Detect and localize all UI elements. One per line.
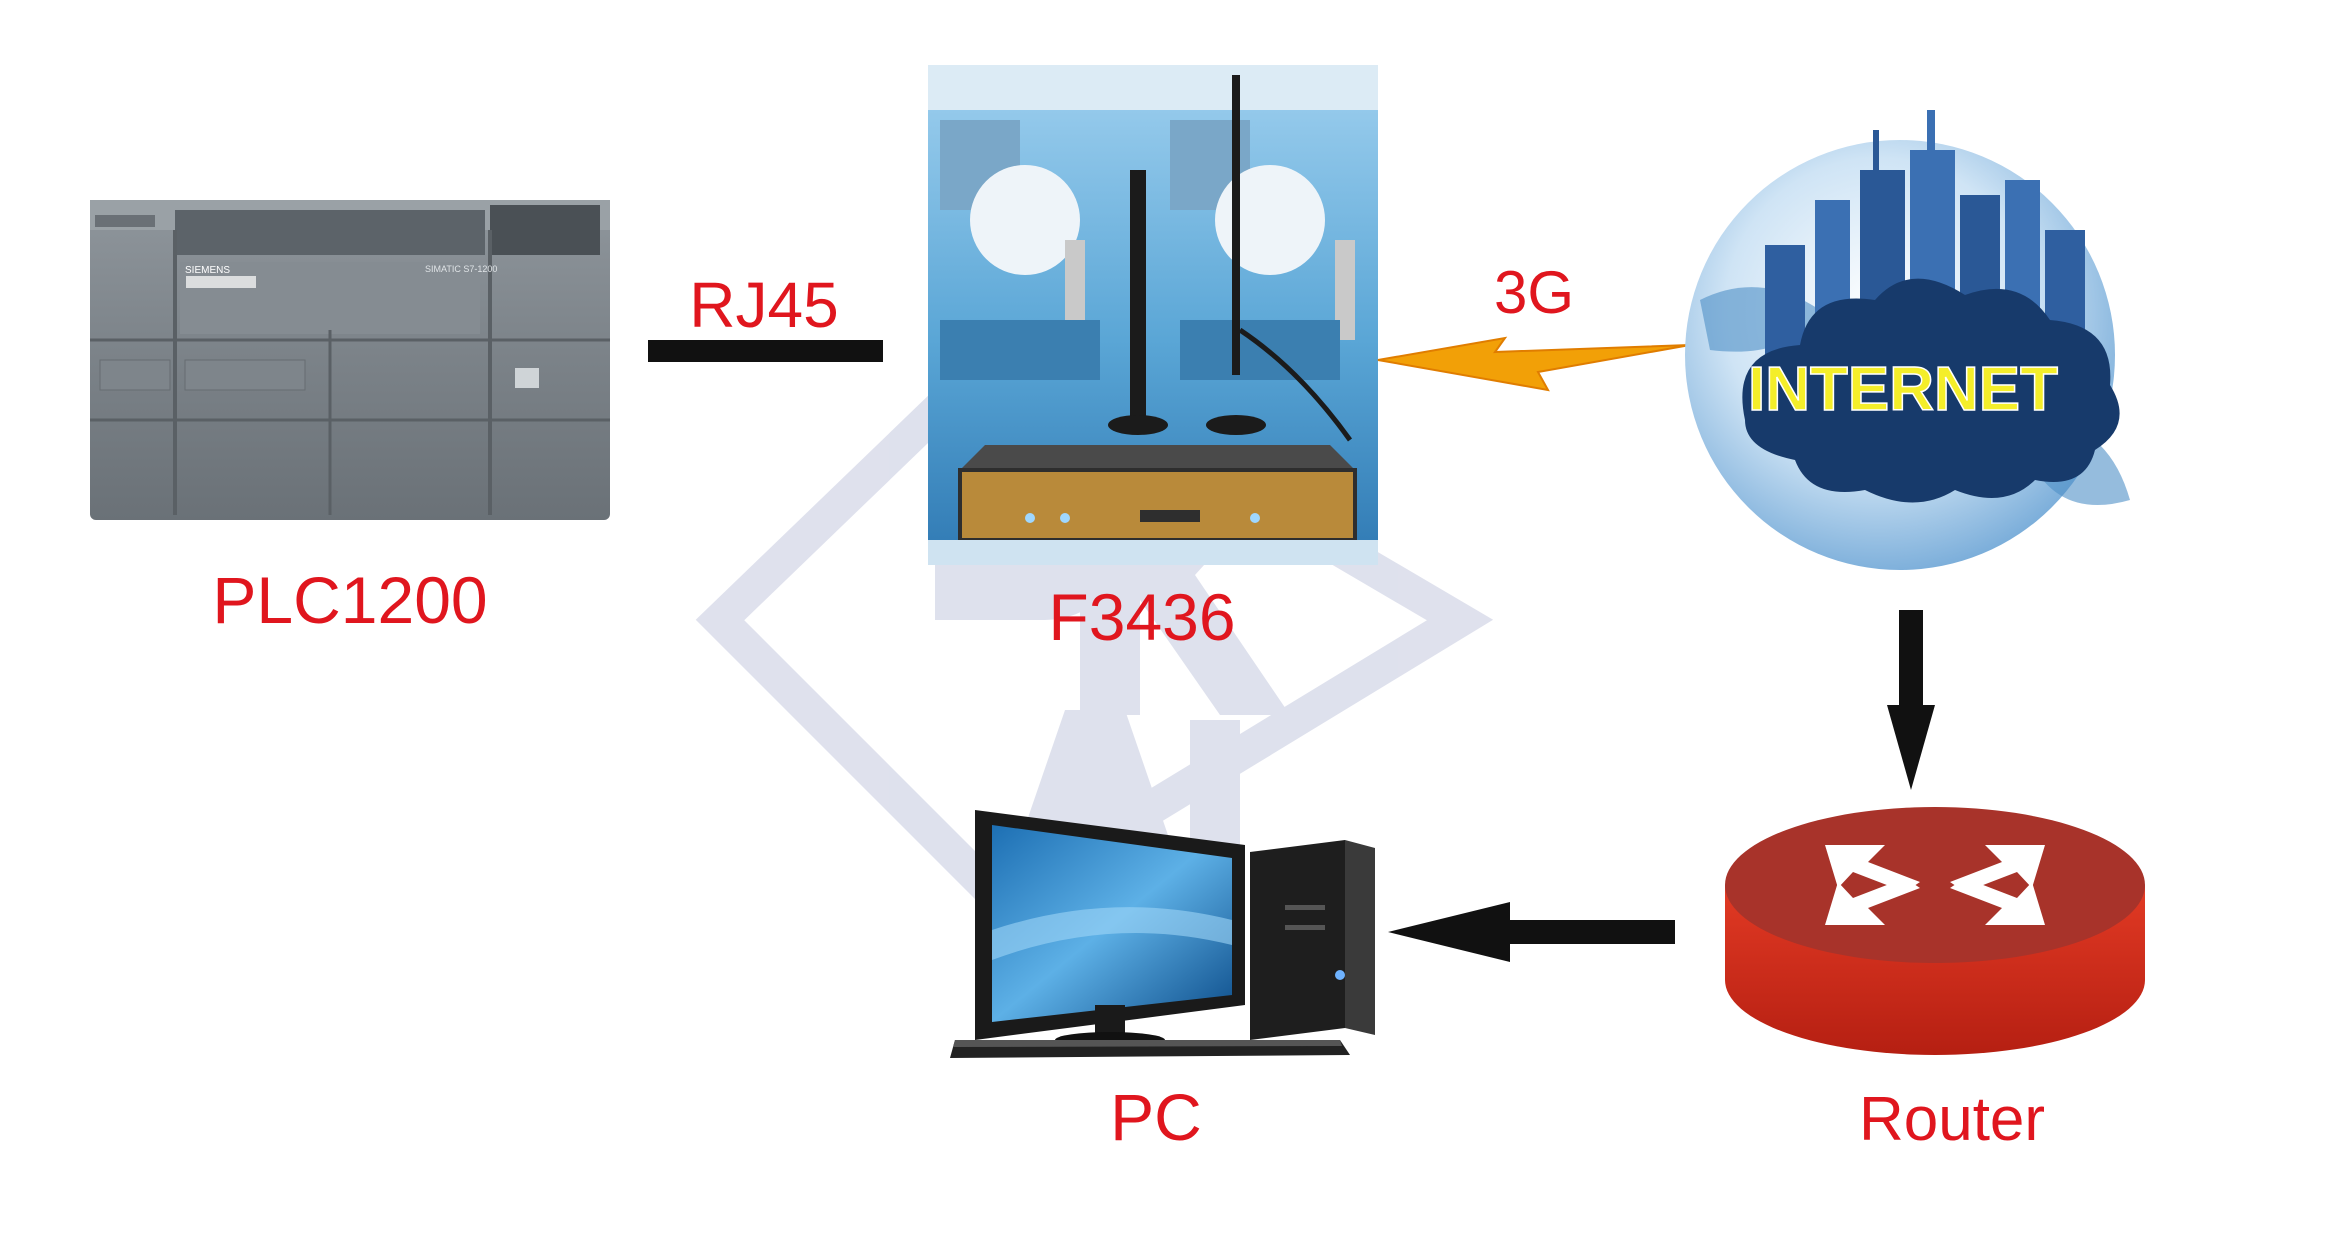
3g-link-label: 3G [1494, 259, 1574, 326]
arrow-down-icon [1887, 610, 1935, 790]
arrow-left-icon [1388, 902, 1675, 962]
internet-label: INTERNET [1748, 355, 2058, 424]
pc-label: PC [1110, 1080, 1202, 1154]
plc-label: PLC1200 [212, 563, 487, 637]
rj45-link-label: RJ45 [689, 269, 838, 341]
pc-computer-icon [950, 810, 1375, 1058]
plc-brand-text: SIEMENS [185, 265, 230, 276]
gateway-device-photo [928, 65, 1378, 565]
rj45-link-line [648, 340, 883, 362]
plc-device-icon [90, 200, 610, 520]
router-icon [1725, 807, 2145, 1055]
router-label: Router [1859, 1085, 2045, 1154]
plc-model-text: SIMATIC S7-1200 [425, 264, 497, 274]
3g-wireless-bolt [1377, 336, 1691, 392]
internet-globe-icon [1685, 110, 2130, 570]
gateway-label: F3436 [1048, 580, 1235, 654]
